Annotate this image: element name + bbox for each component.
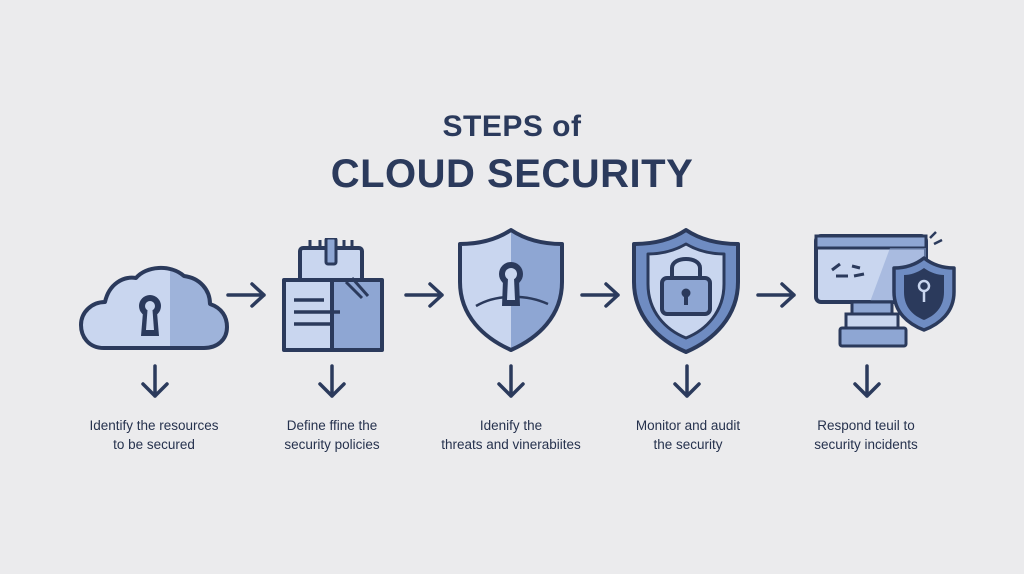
step-1-label: Identify the resources to be secured [64,416,244,454]
right-arrow-icon [404,282,444,308]
down-arrow-icon [673,364,701,398]
step-4-label-line1: Monitor and audit [635,418,741,433]
cloud-lock-icon [79,266,229,350]
step-5-label-line1: Respond teuil to [817,418,915,433]
step-3-label-line1: Idenify the [479,418,543,433]
down-arrow-icon [497,364,525,398]
down-arrow-icon [853,364,881,398]
title-steps-of: STEPS of [442,110,582,143]
step-2-label-line2: security policies [284,437,380,452]
right-arrow-icon [580,282,620,308]
right-arrow-icon [756,282,796,308]
policy-document-icon [282,238,384,352]
step-3-label-line2: threats and vinerabiites [441,437,581,452]
page-title: CLOUD SECURITY [330,152,694,196]
down-arrow-icon [318,364,346,398]
right-arrow-icon [226,282,266,308]
step-3-label: Idenify the threats and vinerabiites [421,416,601,454]
step-2-label-line1: Define ffine the [286,418,378,433]
step-2-label: Define ffine the security policies [242,416,422,454]
shield-keyhole-icon [458,228,564,352]
step-4-label-line2: the security [653,437,723,452]
step-5-label: Respond teuil to security incidents [776,416,956,454]
step-1-label-line1: Identify the resources [89,418,219,433]
step-4-label: Monitor and audit the security [598,416,778,454]
step-1-label-line2: to be secured [113,437,195,452]
down-arrow-icon [141,364,169,398]
monitor-shield-icon [814,231,956,348]
step-5-label-line2: security incidents [814,437,918,452]
shield-padlock-icon [632,228,740,354]
